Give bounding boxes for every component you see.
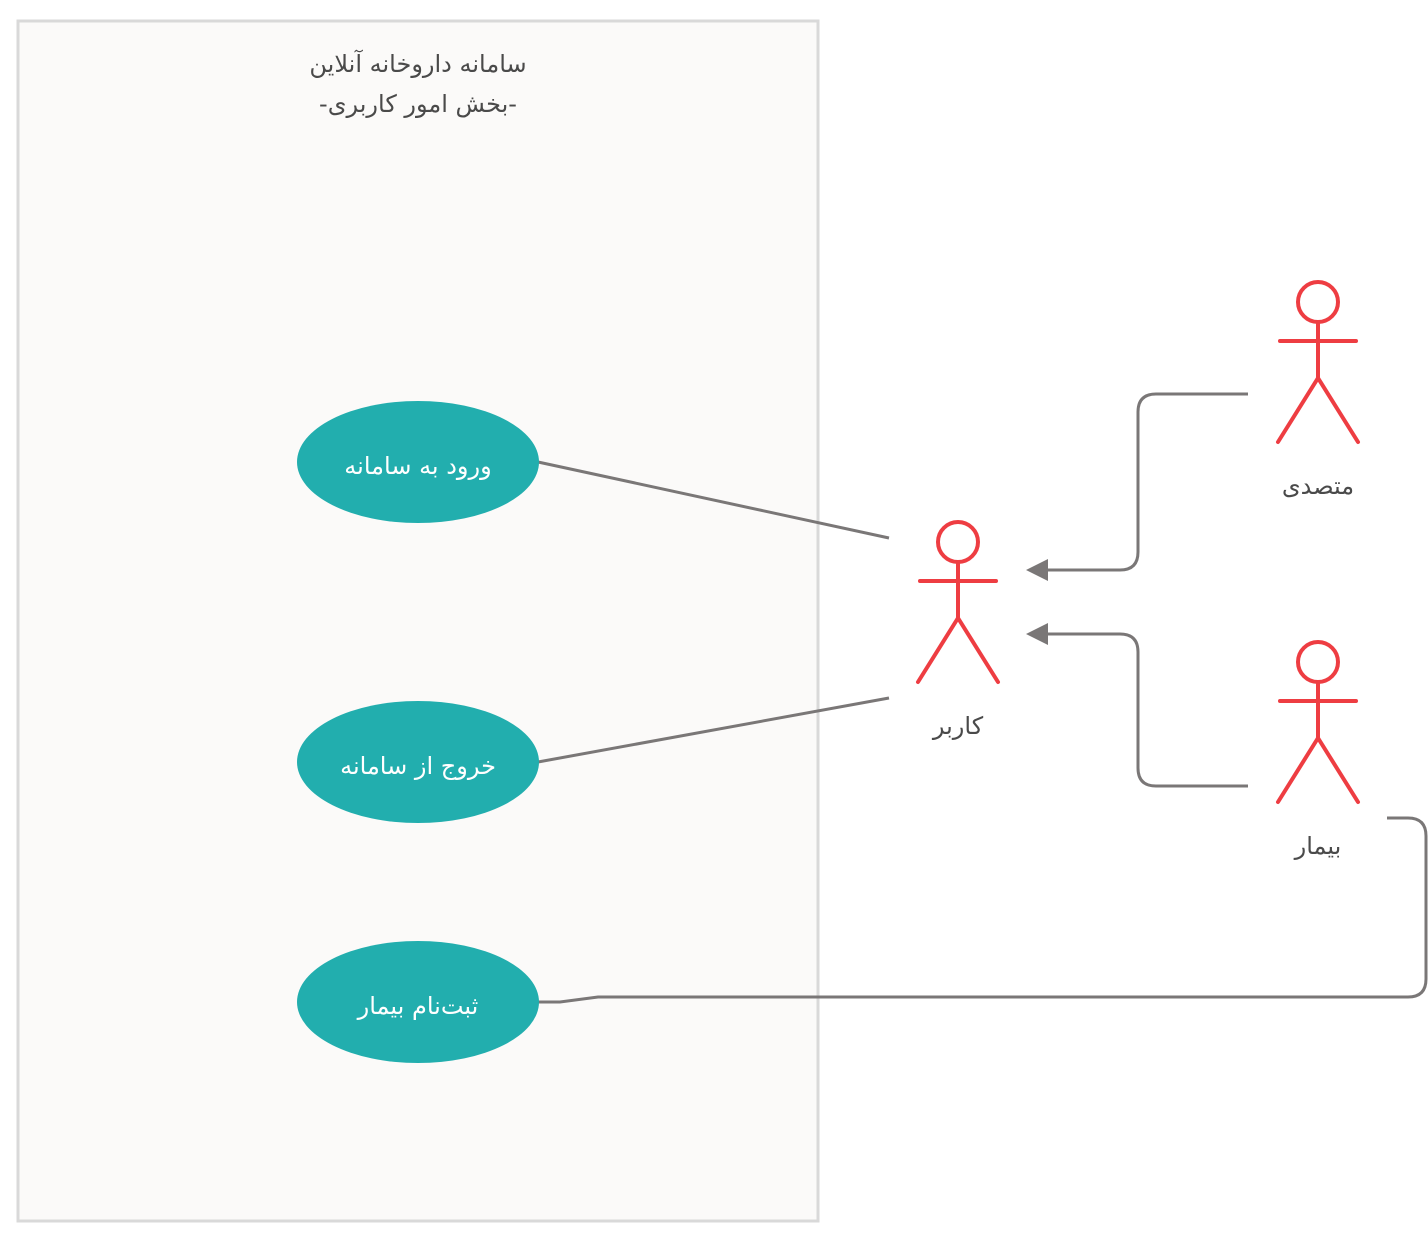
system-title: سامانه داروخانه آنلاین: [309, 49, 526, 78]
actor-operator-label: متصدی: [1282, 472, 1354, 500]
actor-patient-label: بیمار: [1294, 832, 1342, 860]
usecase-logout-label: خروج از سامانه: [340, 752, 496, 780]
actor-user-label: کاربر: [932, 712, 984, 740]
system-subtitle: -بخش امور کاربری-: [319, 90, 517, 118]
usecase-register-label: ثبت‌نام بیمار: [357, 992, 479, 1020]
association-login: [537, 460, 890, 540]
usecase-login-label: ورود به سامانه: [344, 452, 491, 480]
generalization-arrowhead-patient: [1026, 623, 1048, 645]
actor-patient[interactable]: [1276, 640, 1360, 804]
usecase-register[interactable]: ثبت‌نام بیمار: [297, 941, 539, 1063]
generalization-arrowhead-operator: [1026, 559, 1048, 581]
association-register: [538, 816, 1428, 1004]
usecase-logout[interactable]: خروج از سامانه: [297, 701, 539, 823]
actor-user[interactable]: [916, 520, 1000, 684]
actor-operator[interactable]: [1276, 280, 1360, 444]
association-logout: [537, 696, 890, 764]
generalization-patient-to-user: [1046, 632, 1248, 788]
generalization-operator-to-user: [1046, 392, 1248, 572]
usecase-login[interactable]: ورود به سامانه: [297, 401, 539, 523]
